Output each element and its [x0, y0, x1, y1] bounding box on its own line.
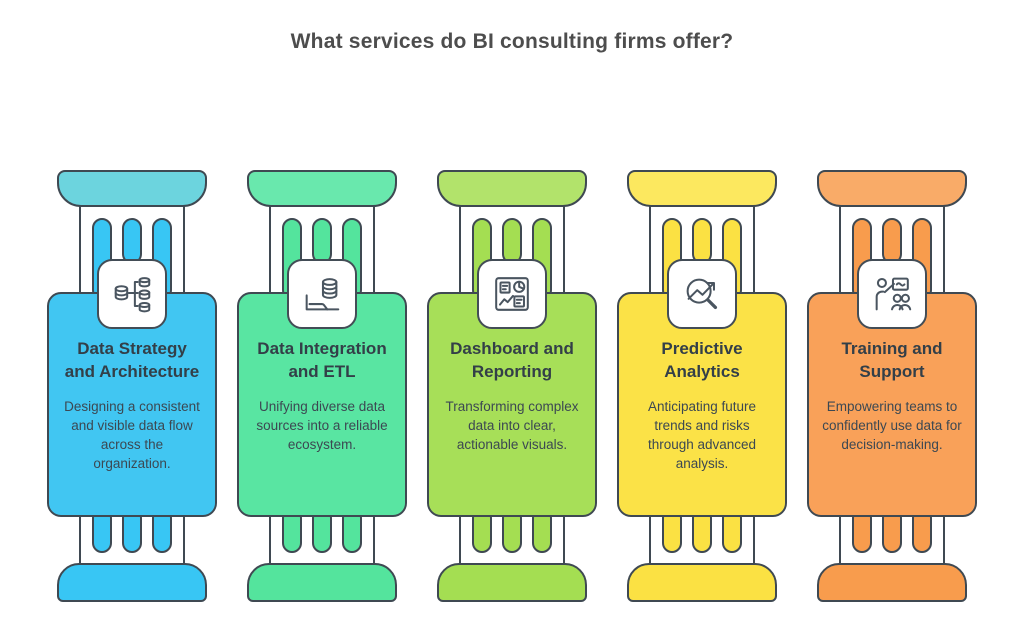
service-card: Data Integration and ETL Unifying divers… [237, 292, 407, 517]
pillar-capital [57, 170, 207, 207]
pillar-capital [627, 170, 777, 207]
service-card: Dashboard and Reporting Transforming com… [427, 292, 597, 517]
database-etl-icon [305, 278, 340, 311]
service-icon-box [97, 259, 167, 329]
pillar-capital [437, 170, 587, 207]
magnifier-trend-icon [686, 278, 718, 310]
service-title: Training and Support [841, 339, 943, 381]
service-title: Predictive Analytics [661, 339, 743, 381]
service-title: Dashboard and Reporting [450, 339, 574, 381]
pillar-flute [882, 218, 902, 264]
pillar-predictive-analytics: Predictive Analytics Anticipating future… [617, 170, 787, 602]
pillar-base [437, 563, 587, 602]
service-card: Predictive Analytics Anticipating future… [617, 292, 787, 517]
pillar-base [627, 563, 777, 602]
service-description: Empowering teams to confidently use data… [822, 398, 962, 453]
service-description: Anticipating future trends and risks thr… [647, 398, 757, 472]
database-tree-icon [114, 277, 151, 313]
service-icon-box [287, 259, 357, 329]
pillar-capital [247, 170, 397, 207]
pillar-base [247, 563, 397, 602]
presenter-audience-icon [875, 277, 912, 311]
service-title: Data Integration and ETL [257, 339, 387, 381]
pillar-base [817, 563, 967, 602]
service-title: Data Strategy and Architecture [64, 339, 200, 381]
pillar-dashboard-reporting: Dashboard and Reporting Transforming com… [427, 170, 597, 602]
service-description: Transforming complex data into clear, ac… [445, 398, 579, 453]
pillar-row: Data Strategy and Architecture Designing… [47, 170, 977, 602]
page-title: What services do BI consulting firms off… [290, 30, 734, 53]
service-icon-box [857, 259, 927, 329]
pillar-flute [122, 218, 142, 264]
pillar-data-integration: Data Integration and ETL Unifying divers… [237, 170, 407, 602]
service-card: Training and Support Empowering teams to… [807, 292, 977, 517]
service-icon-box [667, 259, 737, 329]
pillar-flute [312, 218, 332, 264]
pillar-data-strategy: Data Strategy and Architecture Designing… [47, 170, 217, 602]
pillar-flute [502, 218, 522, 264]
pillar-training-support: Training and Support Empowering teams to… [807, 170, 977, 602]
service-description: Designing a consistent and visible data … [64, 398, 200, 472]
service-icon-box [477, 259, 547, 329]
pillar-capital [817, 170, 967, 207]
dashboard-icon [495, 277, 529, 311]
service-description: Unifying diverse data sources into a rel… [256, 398, 388, 453]
pillar-flute [692, 218, 712, 264]
pillar-base [57, 563, 207, 602]
